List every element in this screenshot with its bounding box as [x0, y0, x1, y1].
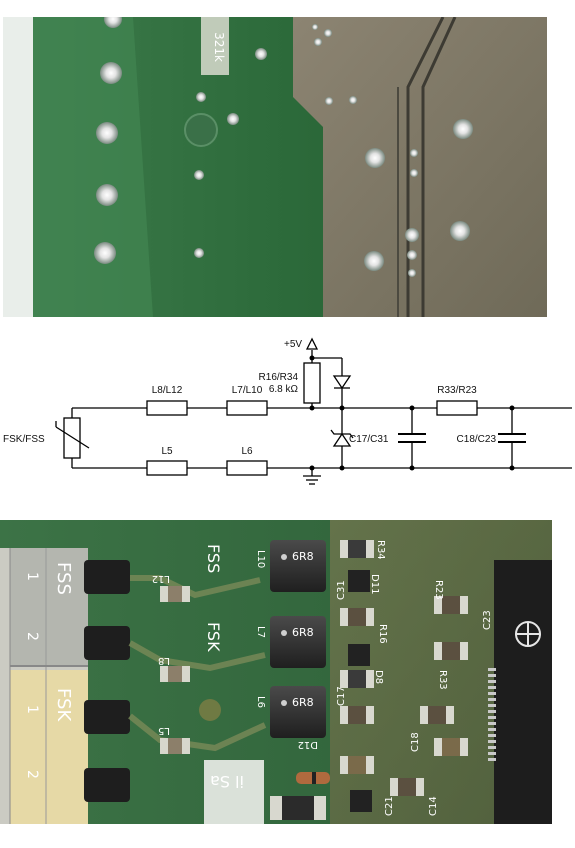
ref-c23: C23 [482, 610, 493, 630]
junction-dots [309, 355, 515, 471]
ref-c17: C17 [336, 686, 347, 706]
connector-label-fsk: FSK [53, 688, 74, 722]
silk-fsk: FSK [204, 622, 223, 652]
ic-package [494, 560, 552, 824]
inductor-l8-l12 [146, 400, 188, 416]
ref-l12: L12 [152, 573, 170, 584]
mounting-hole [199, 699, 221, 721]
resistor-r16-r34-name: R16/R34 [259, 372, 299, 383]
cap-c17-c31-label: C17/C31 [349, 434, 389, 445]
ground-icon [303, 475, 321, 485]
ref-l7: L7 [255, 626, 266, 638]
pin-number-1b: 1 [24, 705, 40, 714]
pcb-component-side-photo: 1 2 1 2 FSS FSK L12 L8 L5 FSS FSK [0, 520, 552, 824]
inductor-l7-l10-label: L7/L10 [232, 385, 263, 396]
inductor-l5 [146, 460, 188, 476]
circuit-schematic: +5V FSK/FSS L8/L12 L7/L10 L5 L6 R16/R34 … [3, 337, 572, 485]
cap-c18-c23-label: C18/C23 [457, 434, 497, 445]
ref-r16: R16 [377, 624, 388, 644]
silk-fss: FSS [204, 544, 223, 573]
pin-number-2b: 2 [24, 770, 40, 779]
pin-number-1a: 1 [24, 572, 40, 581]
ref-l6: L6 [255, 696, 266, 708]
inductor-marking-2: 6R8 [292, 626, 314, 639]
pcb-underside-illustration: 321k [3, 17, 547, 317]
ground-plane [293, 17, 547, 317]
ref-r33: R33 [437, 670, 448, 690]
connector-label-fss: FSS [53, 562, 74, 595]
ref-l10: L10 [255, 550, 266, 568]
ref-l8: L8 [158, 655, 170, 666]
resistor-r33-r23 [436, 400, 478, 416]
supply-arrow-icon [305, 337, 319, 350]
smd-inductors [160, 586, 190, 754]
resistor-r16-r34 [303, 362, 321, 404]
resistor-r33-r23-label: R33/R23 [437, 385, 477, 396]
ref-d11: D11 [369, 574, 380, 594]
inductor-l7-l10 [226, 400, 268, 416]
supply-label: +5V [284, 339, 302, 350]
ref-c31: C31 [336, 580, 347, 600]
corner-silk-text: il Sa [210, 772, 244, 791]
inductor-l5-label: L5 [161, 446, 173, 457]
ref-d8: D8 [373, 670, 384, 684]
connector-symbol [63, 417, 81, 459]
power-inductors [270, 540, 326, 738]
ref-c21: C21 [384, 796, 395, 816]
diode-lower-icon [332, 432, 352, 447]
resistor-r16-r34-value: 6.8 kΩ [269, 384, 299, 395]
ref-r23: R23 [433, 580, 444, 600]
pcb-component-illustration: 1 2 1 2 FSS FSK L12 L8 L5 FSS FSK [0, 520, 552, 824]
ref-c18: C18 [410, 732, 421, 752]
ref-c14: C14 [428, 796, 439, 816]
inductor-l8-l12-label: L8/L12 [152, 385, 183, 396]
inductor-marking-1: 6R8 [292, 550, 314, 563]
diode-upper-icon [332, 375, 352, 390]
ref-l5: L5 [158, 725, 170, 736]
pcb-underside-photo: 321k [3, 17, 547, 317]
ref-d12: D12 [298, 739, 318, 750]
silk-text-321k: 321k [212, 32, 226, 62]
ref-r34: R34 [375, 540, 386, 560]
inductor-marking-3: 6R8 [292, 696, 314, 709]
pin-number-2a: 2 [24, 632, 40, 641]
inductor-l6-label: L6 [241, 446, 253, 457]
smd-passives [340, 540, 468, 812]
inductor-l6 [226, 460, 268, 476]
silkscreen-label [201, 17, 229, 75]
connector-label: FSK/FSS [3, 434, 45, 445]
